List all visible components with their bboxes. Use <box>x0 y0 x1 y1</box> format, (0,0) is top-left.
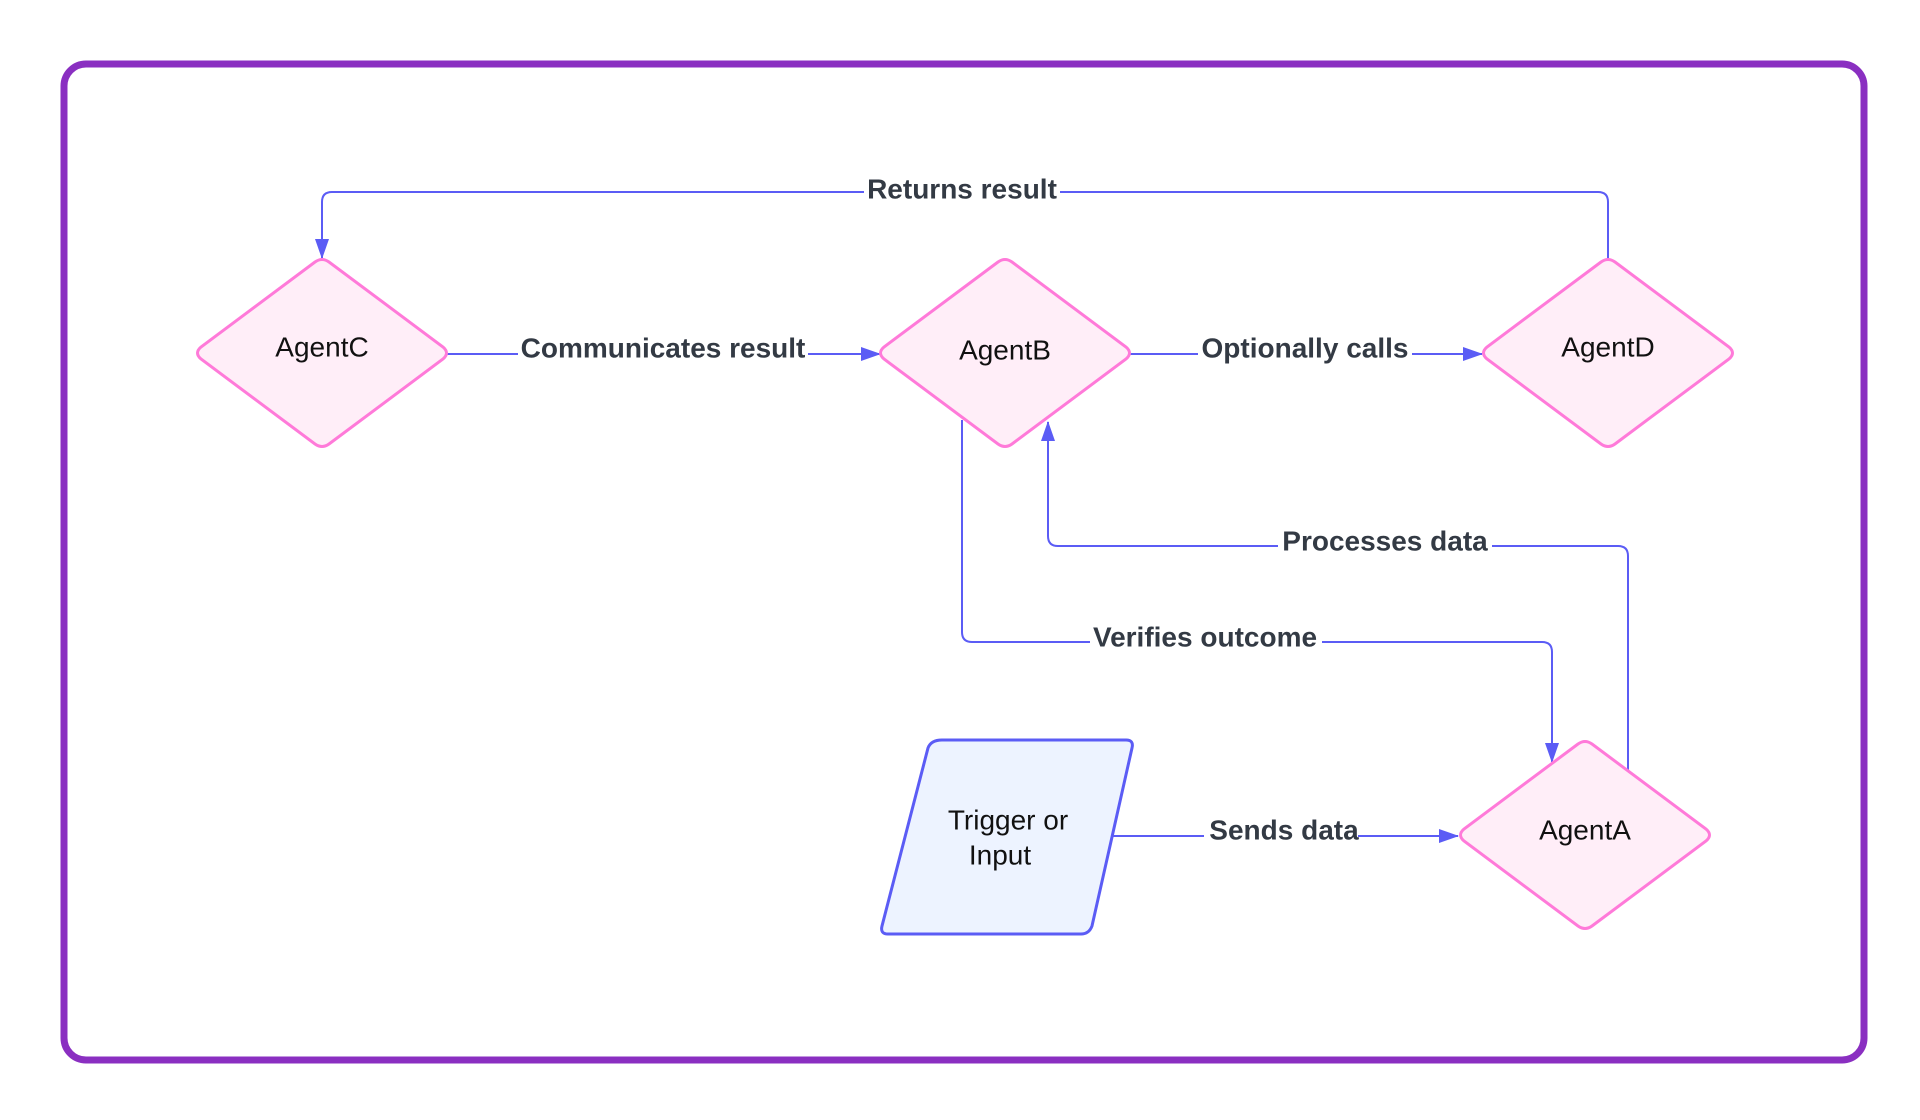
node-agent-b[interactable]: AgentB <box>879 258 1131 448</box>
node-trigger-input[interactable]: Trigger or Input <box>880 738 1134 936</box>
node-agent-a[interactable]: AgentA <box>1459 740 1711 930</box>
edge-processes-data[interactable]: Processes data <box>1041 421 1629 770</box>
edge-label-processes-data: Processes data <box>1282 525 1488 556</box>
node-label-trigger-input: Trigger or <box>948 804 1068 835</box>
edge-label-verifies-outcome: Verifies outcome <box>1093 621 1317 652</box>
node-label-agent-b: AgentB <box>959 334 1051 365</box>
edge-sends-data[interactable]: Sends data <box>1110 814 1459 856</box>
node-label-agent-d: AgentD <box>1561 331 1654 362</box>
diagram-frame <box>60 60 1868 1064</box>
edge-label-communicates-result: Communicates result <box>521 332 806 363</box>
node-label-agent-a: AgentA <box>1539 814 1631 845</box>
node-agent-c[interactable]: AgentC <box>196 258 448 448</box>
edge-optionally-calls[interactable]: Optionally calls <box>1130 332 1483 374</box>
node-label-agent-c: AgentC <box>275 331 368 362</box>
node-agent-d[interactable]: AgentD <box>1482 258 1734 448</box>
edge-label-returns-result: Returns result <box>867 173 1057 204</box>
node-label-trigger-input-line2: Input <box>969 839 1031 870</box>
edge-verifies-outcome[interactable]: Verifies outcome <box>961 420 1559 763</box>
edge-label-optionally-calls: Optionally calls <box>1202 332 1409 363</box>
edge-returns-result[interactable]: Returns result <box>315 172 1609 260</box>
edge-communicates-result[interactable]: Communicates result <box>446 332 881 374</box>
edge-label-sends-data: Sends data <box>1209 814 1359 845</box>
